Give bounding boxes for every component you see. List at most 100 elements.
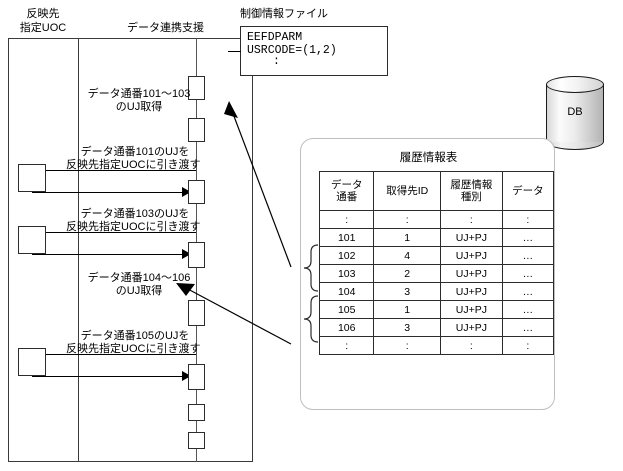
header-data-line1: データ [512,185,544,197]
table-row: :::: [318,336,555,355]
cell-source_id: 1 [373,300,441,319]
step-1-label-line2: のUJ取得 [115,101,163,113]
header-serial-line2: 通番 [336,191,358,203]
column-divider [78,38,79,462]
cell-type: : [440,210,503,229]
header-serial-line1: データ [330,179,363,191]
header-cell-source-id: 取得先ID [373,171,441,211]
table-header-row: データ 通番 取得先ID 履歴情報 種別 データ [318,171,555,211]
cell-serial: : [318,336,375,355]
cell-source_id: 3 [373,282,441,301]
control-file-title: 制御情報ファイル [240,8,328,20]
arrow-call-after-105 [32,376,184,377]
column-header-uoc-line1: 反映先 [26,8,60,20]
header-type-line1: 履歴情報 [450,179,493,191]
step-3-label-line1: データ通番103のUJを [80,208,190,220]
step-4-label-line2: のUJ取得 [115,285,163,297]
activation-box-acquire-104-106 [188,300,205,326]
database-cylinder: DB [546,76,604,150]
activation-box-uoc-105 [18,348,46,376]
cell-serial: 105 [318,300,375,319]
activation-box-uoc-103 [18,226,46,254]
control-file-line3: : [273,55,280,68]
activation-box-after-101 [188,180,205,204]
cell-data: … [501,282,555,301]
cell-data: : [501,210,555,229]
cell-data: … [501,246,555,265]
column-header-data-linkage: データ連携支援 [127,22,204,34]
cell-type: : [440,336,503,355]
control-file-leader-line [228,51,241,52]
cell-type: UJ+PJ [440,228,503,247]
arrow-return-105 [42,354,196,355]
step-2-label-line2: 反映先指定UOCに引き渡す [66,159,201,171]
arrow-return-101 [42,170,196,171]
cell-serial: 106 [318,318,375,337]
activation-box-after-105 [188,364,205,390]
arrow-call-after-101 [32,192,184,193]
arrow-call-after-103 [32,254,184,255]
control-file-box: EEFDPARM USRCODE=(1,2) : [240,26,388,76]
arrow-call-after-103-head [182,249,191,259]
cell-source_id: : [373,336,441,355]
arrow-call-after-101-head [182,187,191,197]
step-2-label-line1: データ通番101のUJを [80,146,190,158]
arrow-call-after-105-head [182,371,191,381]
cell-serial: 104 [318,282,375,301]
sequence-frame [8,38,253,462]
step-1-label-line1: データ通番101～103 [87,88,191,100]
step-5-label-line2: 反映先指定UOCに引き渡す [66,343,201,355]
db-label: DB [567,106,583,118]
cell-source_id: 2 [373,264,441,283]
header-cell-serial: データ 通番 [318,171,375,211]
cell-type: UJ+PJ [440,300,503,319]
cell-serial: 102 [318,246,375,265]
cell-data: … [501,318,555,337]
activation-box-uoc-101 [18,164,46,192]
cell-source_id: : [373,210,441,229]
cell-serial: : [318,210,375,229]
cell-source_id: 3 [373,318,441,337]
activation-box-deliver-101 [188,118,205,142]
cell-data: … [501,228,555,247]
cell-data: … [501,264,555,283]
step-4-label-line1: データ通番104～106 [87,272,191,284]
activation-box-trailing-2 [188,432,205,449]
db-top-ellipse [546,76,604,93]
cell-type: UJ+PJ [440,264,503,283]
table-row: :::: [318,210,555,229]
cell-source_id: 1 [373,228,441,247]
activation-box-acquire-101-103 [188,76,205,100]
header-cell-data: データ [501,171,555,211]
cell-serial: 101 [318,228,375,247]
activation-box-after-103 [188,242,205,268]
step-5-label-line1: データ通番105のUJを [80,330,190,342]
cell-data: … [501,300,555,319]
cell-source_id: 4 [373,246,441,265]
history-table-card: 履歴情報表 データ 通番 取得先ID 履歴情報 種別 データ [300,138,555,410]
control-file-line1: EEFDPARM [247,31,303,44]
column-header-uoc-line2: 指定UOC [19,22,67,34]
activation-box-trailing-1 [188,404,205,421]
db-body [546,84,604,142]
header-type-line2: 種別 [460,191,482,203]
step-3-label-line2: 反映先指定UOCに引き渡す [66,221,201,233]
cell-type: UJ+PJ [440,246,503,265]
cell-type: UJ+PJ [440,282,503,301]
arrow-return-103 [42,232,196,233]
control-file-line2: USRCODE=(1,2) [247,44,337,57]
history-table-title: 履歴情報表 [399,152,458,164]
cell-data: : [501,336,555,355]
header-source-id-line1: 取得先ID [386,185,429,197]
cell-type: UJ+PJ [440,318,503,337]
header-cell-type: 履歴情報 種別 [440,171,503,211]
